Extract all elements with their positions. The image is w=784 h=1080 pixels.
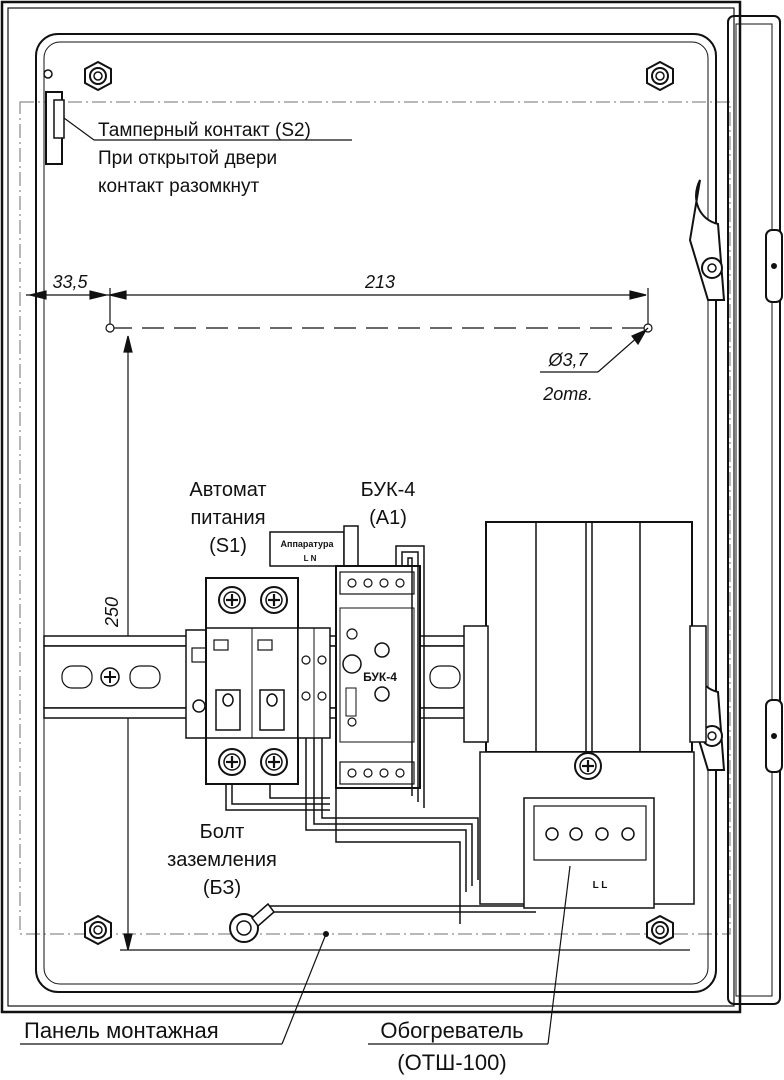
hinge-top (688, 179, 726, 301)
nut-icon (84, 61, 112, 91)
apparatus-tag-label: Аппаратура (281, 539, 335, 549)
ground-bolt (229, 902, 329, 943)
buk-label-line-1: БУК-4 (361, 479, 416, 501)
buk-label-line-2: (A1) (369, 507, 407, 529)
dim-hole-diameter: Ø3,7 (547, 350, 588, 370)
terminal-blocks: Аппаратура L N (269, 531, 345, 739)
dim-left-offset: 33,5 (52, 272, 88, 292)
cabinet-door (727, 15, 783, 1005)
wiring (225, 545, 536, 924)
breaker-label-line-1: Автомат (189, 479, 266, 501)
heater-label-line-1: Обогреватель (380, 1018, 523, 1043)
heater-label-line-2: (ОТШ-100) (397, 1050, 506, 1075)
leader-lines (20, 865, 571, 1045)
tamper-title: Тамперный контакт (S2) (98, 120, 311, 141)
ground-label-line-1: Болт (200, 821, 245, 843)
ground-label-line-3: (БЗ) (203, 877, 241, 899)
ground-label-line-2: заземления (167, 849, 277, 871)
tamper-contact (43, 69, 352, 165)
apparatus-terminals-label: L N (304, 554, 317, 563)
nut-icon (646, 61, 674, 91)
dim-hole-spacing: 213 (364, 272, 395, 292)
heater: L L (463, 521, 707, 909)
heater-terminals-label: L L (593, 880, 608, 891)
buk-face-label: БУК-4 (363, 670, 397, 684)
breaker-label-line-2: питания (190, 507, 265, 529)
nut-icon (84, 915, 112, 945)
panel-label: Панель монтажная (24, 1018, 219, 1043)
breaker-label-line-3: (S1) (209, 535, 247, 557)
nut-icon (646, 915, 674, 945)
circuit-breaker (185, 577, 299, 785)
dim-hole-count: 2отв. (542, 384, 592, 404)
buk-controller: БУК-4 (335, 525, 421, 789)
tamper-line-2: При открытой двери (98, 148, 277, 169)
tamper-line-3: контакт разомкнут (98, 176, 260, 197)
mounting-panel (19, 101, 731, 935)
dim-vertical: 250 (102, 597, 122, 628)
cabinet-outline (0, 0, 742, 1014)
